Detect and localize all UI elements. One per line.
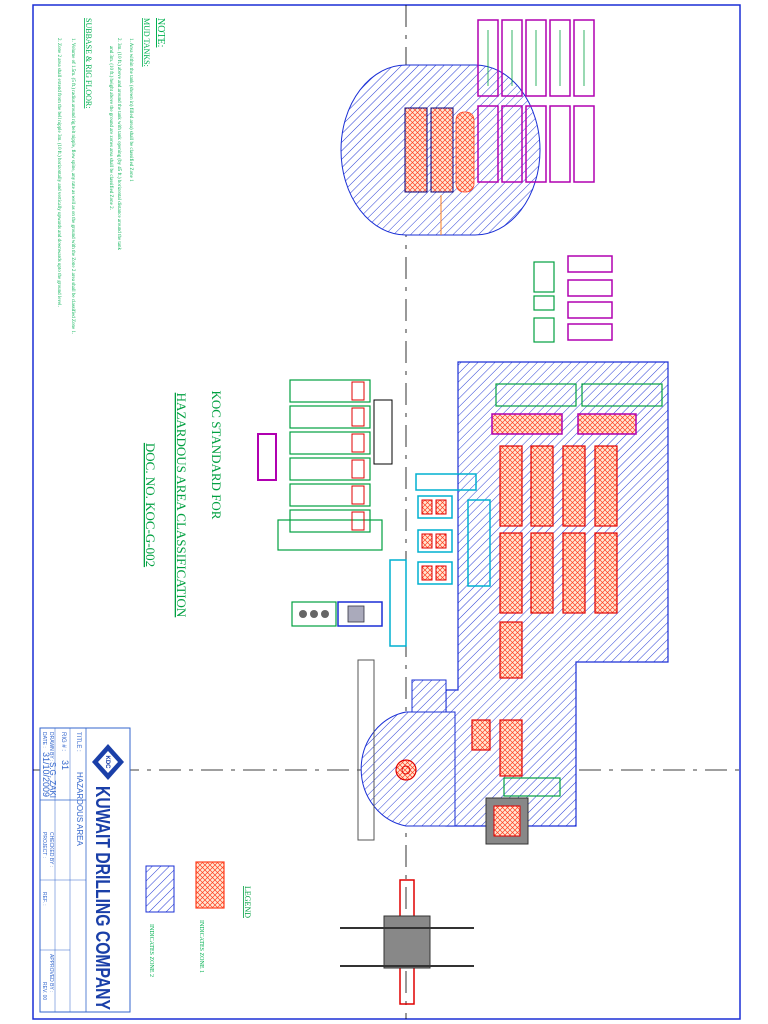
standard-line3: DOC. NO. KOC-G-002 bbox=[143, 443, 158, 567]
title-label: TITLE : bbox=[75, 732, 81, 752]
company-logo: KDC bbox=[92, 744, 124, 780]
legend-zone2-swatch bbox=[145, 865, 175, 913]
standard-line1: KOC STANDARD FOR bbox=[209, 391, 224, 520]
legend: LEGEND INDICATES ZONE 1 INDICATES ZONE 2 bbox=[145, 861, 252, 977]
legend-zone1-label: INDICATES ZONE 1 bbox=[198, 920, 204, 973]
drawing-frame bbox=[32, 4, 741, 1020]
notes-block: NOTE: MUD TANKS: 1. Area within the tank… bbox=[56, 18, 166, 334]
rev-label: REV. 00 bbox=[41, 982, 47, 1000]
drawn-label: DRAWN BY : bbox=[48, 732, 54, 761]
notes-heading: NOTE: bbox=[155, 18, 166, 47]
notes-group1-heading: MUD TANKS: bbox=[142, 18, 151, 67]
bell-nipple bbox=[395, 759, 417, 781]
generator-skid bbox=[291, 601, 337, 627]
notes-item3: 1. Volume of 1.5m. (5 ft.) radius around… bbox=[70, 38, 75, 334]
legend-title: LEGEND bbox=[243, 886, 252, 918]
magenta-panel bbox=[257, 433, 277, 481]
checked-label: CHECKED BY : bbox=[48, 832, 54, 867]
engine-red-parts bbox=[351, 381, 365, 531]
notes-item2: 2. 3m. (10 ft.) above and around the tan… bbox=[116, 38, 121, 251]
electrical-skid bbox=[337, 601, 383, 627]
title-value: HAZARDOUS AREA bbox=[75, 772, 84, 846]
title-block: KDC KUWAIT DRILLING COMPANY TITLE : HAZA… bbox=[39, 727, 131, 1013]
date-value: 31/10/2009 bbox=[41, 752, 51, 797]
drawn-value: S.G. ZAKI bbox=[48, 762, 57, 798]
catwalk-zone bbox=[411, 679, 447, 713]
store-units bbox=[533, 255, 613, 343]
standard-line2: HAZARDOUS AREA CLASSIFICATION bbox=[174, 393, 189, 618]
notes-item2b: and 3m. (10 ft.) height above the ground… bbox=[108, 46, 113, 210]
approved-label: APPROVED BY : bbox=[48, 954, 54, 993]
standard-title: KOC STANDARD FOR HAZARDOUS AREA CLASSIFI… bbox=[143, 391, 224, 618]
shaker-zone1 bbox=[421, 499, 447, 581]
rig-value: 31 bbox=[60, 760, 70, 770]
rig-label: RIG # : bbox=[60, 732, 66, 751]
pit-tanks bbox=[471, 383, 663, 797]
company-name: KUWAIT DRILLING COMPANY bbox=[91, 786, 113, 1011]
catwalk bbox=[357, 659, 375, 841]
legend-zone2-label: INDICATES ZONE 2 bbox=[148, 924, 154, 977]
engine-units bbox=[277, 379, 393, 551]
notes-group2-heading: SUBBASE & RIG FLOOR: bbox=[84, 18, 93, 108]
notes-item1: 1. Area within the tank (shown in) fille… bbox=[128, 38, 133, 182]
shaker-units bbox=[389, 473, 491, 647]
ref-label: REF. : bbox=[41, 892, 47, 906]
magenta-tanks bbox=[477, 19, 595, 183]
date-label: DATE : bbox=[41, 732, 47, 748]
logo-text: KDC bbox=[104, 756, 110, 770]
notes-item4: 2. Zone 2 area shall extend from the bel… bbox=[56, 38, 61, 307]
pipe-rack bbox=[340, 879, 474, 1005]
mud-tank-zone bbox=[340, 64, 541, 236]
project-label: PROJECT : bbox=[41, 832, 47, 858]
legend-zone1-swatch bbox=[195, 861, 225, 909]
